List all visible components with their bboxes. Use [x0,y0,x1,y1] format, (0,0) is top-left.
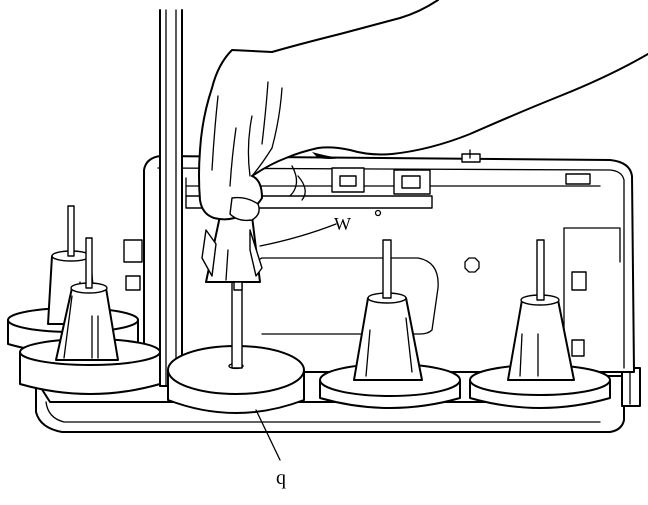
spool-stand-center [167,267,305,414]
label-q-group: q [255,409,286,489]
label-w-group: W [259,214,351,247]
spool-stand-center-right [319,239,461,409]
label-q: q [276,467,286,489]
spool-stand-right [469,239,611,409]
label-w: W [334,214,351,234]
hand [198,0,648,222]
vertical-pole [159,9,183,387]
spool-stand-front-left [19,237,161,395]
